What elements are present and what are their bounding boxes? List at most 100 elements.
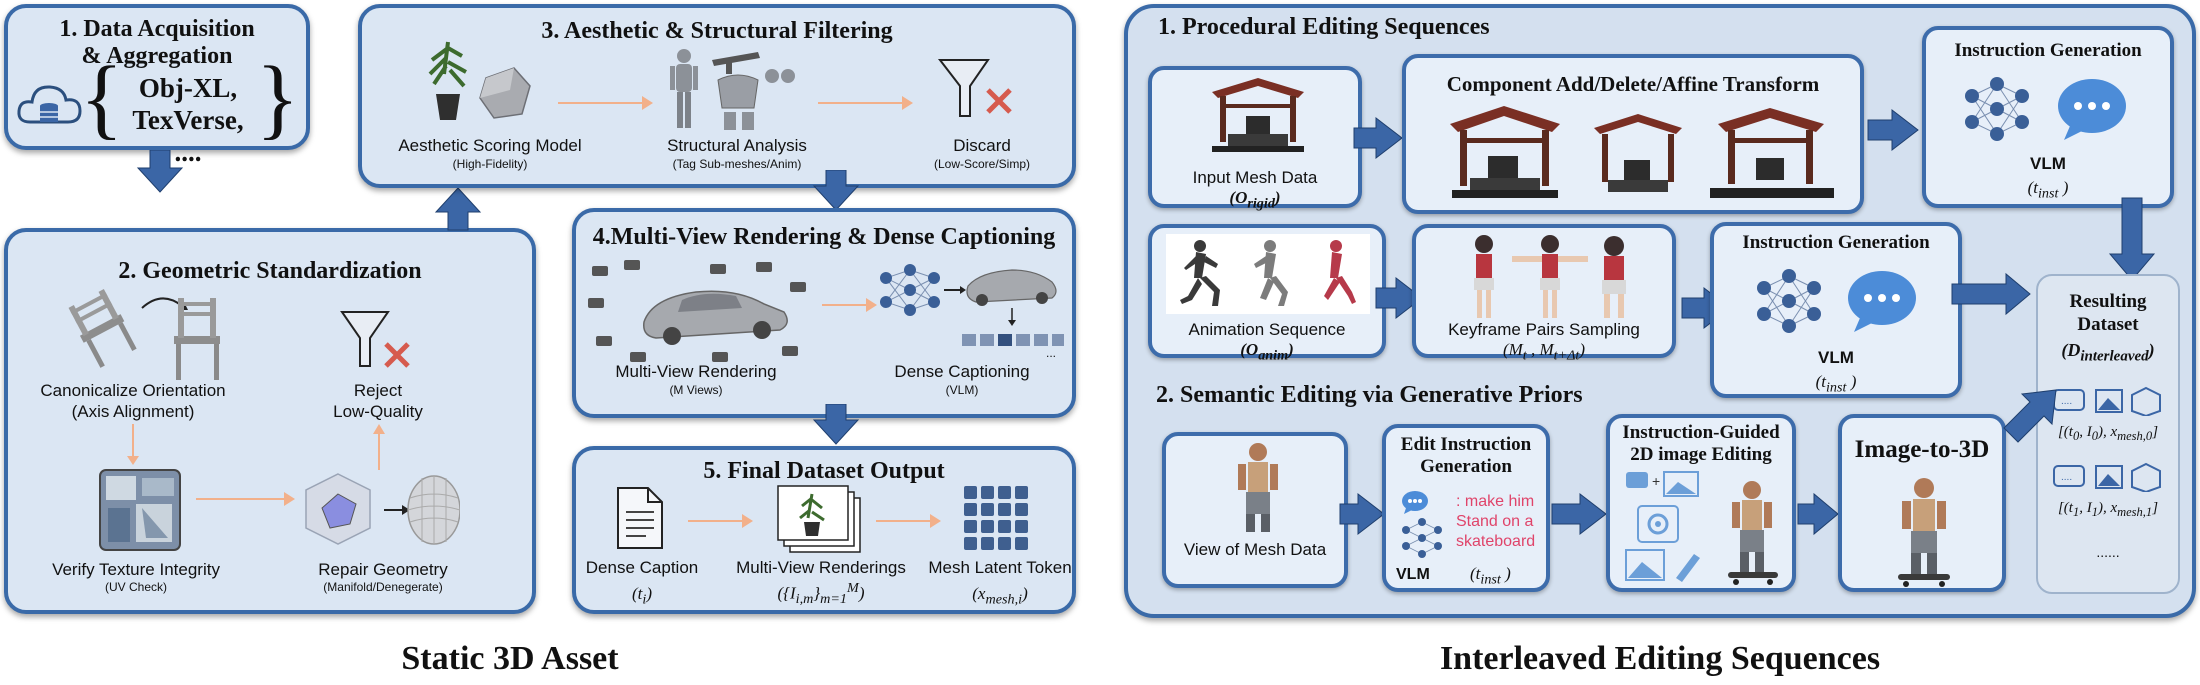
arrow-head-caption (742, 514, 753, 528)
arrow-canon-down (132, 424, 134, 460)
document-icon (617, 487, 663, 549)
instruction-gen-mid-title: Instruction Generation (1742, 232, 1930, 253)
chair-rotation-icon (68, 289, 220, 380)
neural-network-icon (1965, 77, 2029, 141)
input-mesh-label: Input Mesh Data (1192, 168, 1318, 187)
box-image-to-3d: Image-to-3D (1838, 414, 2006, 592)
panel-1-title-line2: & Aggregation (81, 43, 233, 69)
canonicalize-label: Canonicalize Orientation (Axis Alignment… (20, 380, 246, 422)
arrow-aesthetic-to-structural (558, 102, 644, 104)
box-instruction-generation-top: Instruction Generation VLM (tinst ) (1922, 26, 2174, 208)
vlm-top-math: (tinst ) (2027, 178, 2069, 202)
sources-list: Obj-XL, TexVerse, .... (118, 72, 258, 168)
arrow-component-to-instruction (1867, 108, 1919, 152)
arrow-guided-to-image3d (1797, 492, 1839, 536)
sources-line1: Obj-XL, (138, 73, 238, 103)
panel-final-output: 5. Final Dataset Output Dense Caption (t… (572, 446, 1076, 614)
animation-sequence-math: (Oanim) (1240, 340, 1294, 364)
funnel-discard-icon (937, 59, 1012, 117)
arrow-p3-to-p4 (812, 170, 860, 211)
result-math: (Dinterleaved) (2061, 340, 2155, 365)
result-line1: Resulting (2069, 291, 2147, 312)
guided-line2: 2D image Editing (1630, 444, 1772, 465)
prompt-line1: : make him (1456, 493, 1535, 510)
vlm-captioning-icon (880, 264, 1064, 346)
svg-text:....: .... (2061, 472, 2072, 483)
vlm-top-label: VLM (2030, 154, 2066, 173)
repair-sub-label: (Manifold/Denegerate) (323, 580, 443, 594)
svg-text:....: .... (2061, 396, 2072, 407)
vlm-edit-math: (tinst ) (1470, 564, 1511, 588)
result-dots: ...... (2096, 544, 2120, 560)
sources-line2: TexVerse, .... (132, 105, 244, 167)
image-to-3d-title: Image-to-3D (1854, 436, 1990, 463)
small-chat-icon (1402, 491, 1428, 514)
box-keyframe-sampling: Keyframe Pairs Sampling (Mt , Mt+Δt) (1412, 224, 1676, 363)
neural-network-icon-2 (1757, 269, 1821, 333)
guided-title: Instruction-Guided 2D image Editing (1610, 422, 1792, 466)
arrow-structural-to-discard (818, 102, 904, 104)
box-animation-sequence: Animation Sequence (Oanim) (1148, 224, 1386, 363)
result-row2-math: [(t1, I1), xmesh,1] (2057, 500, 2159, 519)
dense-caption-label: Dense Captioning (894, 362, 1030, 381)
reject-line1: Reject (353, 381, 403, 400)
box-resulting-dataset: Resulting Dataset (Dinterleaved) .... [(… (2036, 274, 2180, 594)
arrow-instruction-to-result (1951, 272, 2031, 316)
arrow-head-structural (902, 96, 913, 110)
box-component-transform: Component Add/Delete/Affine Transform (1402, 54, 1864, 214)
stacked-renders-icon (777, 485, 861, 553)
box-instruction-generation-mid: Instruction Generation VLM (tinst ) (1710, 222, 1962, 398)
vlm-edit-label: VLM (1396, 566, 1430, 583)
result-title: Resulting Dataset (2038, 290, 2178, 336)
chat-bubble-icon (2058, 79, 2126, 140)
discard-label: Discard (953, 136, 1011, 155)
result-row2-icons: .... (2053, 462, 2161, 492)
cloud-database-icon (17, 85, 82, 124)
well-variants-icon (1450, 106, 1834, 198)
dense-caption-sub-label: (VLM) (945, 383, 979, 397)
multiview-sub-label: (M Views) (669, 383, 723, 397)
keyframe-characters-icon (1474, 235, 1626, 318)
arrow-head-repair-up (373, 424, 385, 434)
canonicalize-line2: (Axis Alignment) (71, 402, 195, 421)
left-brace: { (80, 49, 124, 148)
box-guided-2d-editing: Instruction-Guided 2D image Editing + (1606, 414, 1796, 592)
verify-label: Verify Texture Integrity (52, 560, 220, 579)
funnel-reject-icon (340, 311, 410, 368)
prompt-line3: skateboard (1456, 533, 1536, 550)
panel-5-title: 5. Final Dataset Output (703, 458, 945, 484)
input-mesh-math: (Origid) (1229, 188, 1281, 212)
arrow-p1-to-p2 (136, 150, 184, 193)
result-line2: Dataset (2077, 314, 2139, 335)
character-mesh-icon (1238, 443, 1278, 532)
dense-caption-math: (ti) (632, 584, 652, 608)
panel-1-title: 1. Data Acquisition & Aggregation (8, 16, 306, 70)
running-figures-icon (1166, 234, 1370, 314)
result-row1-icons: .... (2053, 386, 2161, 416)
instruction-gen-top-title: Instruction Generation (1954, 40, 2142, 61)
static-asset-caption: Static 3D Asset (401, 640, 619, 677)
structural-label: Structural Analysis (667, 136, 807, 155)
reject-label: Reject Low-Quality (308, 380, 448, 422)
vlm-mid-math: (tinst ) (1815, 372, 1857, 396)
edit-instruction-line1: Edit Instruction (1400, 434, 1532, 455)
token-math: (xmesh,i) (972, 584, 1028, 608)
dense-caption-output-label: Dense Caption (585, 558, 699, 577)
result-row1-math: [(t0, I0), xmesh,0] (2057, 424, 2159, 443)
chat-bubble-icon-2 (1848, 271, 1916, 332)
arrow-head-renders (930, 514, 941, 528)
reject-line2: Low-Quality (333, 402, 423, 421)
panel-multiview-rendering: 4.Multi-View Rendering & Dense Captionin… (572, 208, 1076, 418)
box-view-mesh: View of Mesh Data (1162, 432, 1348, 588)
latent-token-grid-icon (964, 486, 1028, 550)
panel-1-title-line1: 1. Data Acquisition (59, 16, 255, 42)
arrow-renders-to-token (876, 520, 932, 522)
aesthetic-label: Aesthetic Scoring Model (398, 136, 582, 155)
small-network-icon (1402, 518, 1442, 558)
character-parts-icon (670, 49, 795, 130)
animation-sequence-label: Animation Sequence (1188, 320, 1346, 339)
caption-dots: ... (1046, 346, 1057, 360)
keyframe-math: (Mt , Mt+Δt) (1502, 340, 1586, 364)
arrow-input-to-component (1353, 116, 1403, 160)
well-mesh-icon (1212, 78, 1304, 152)
